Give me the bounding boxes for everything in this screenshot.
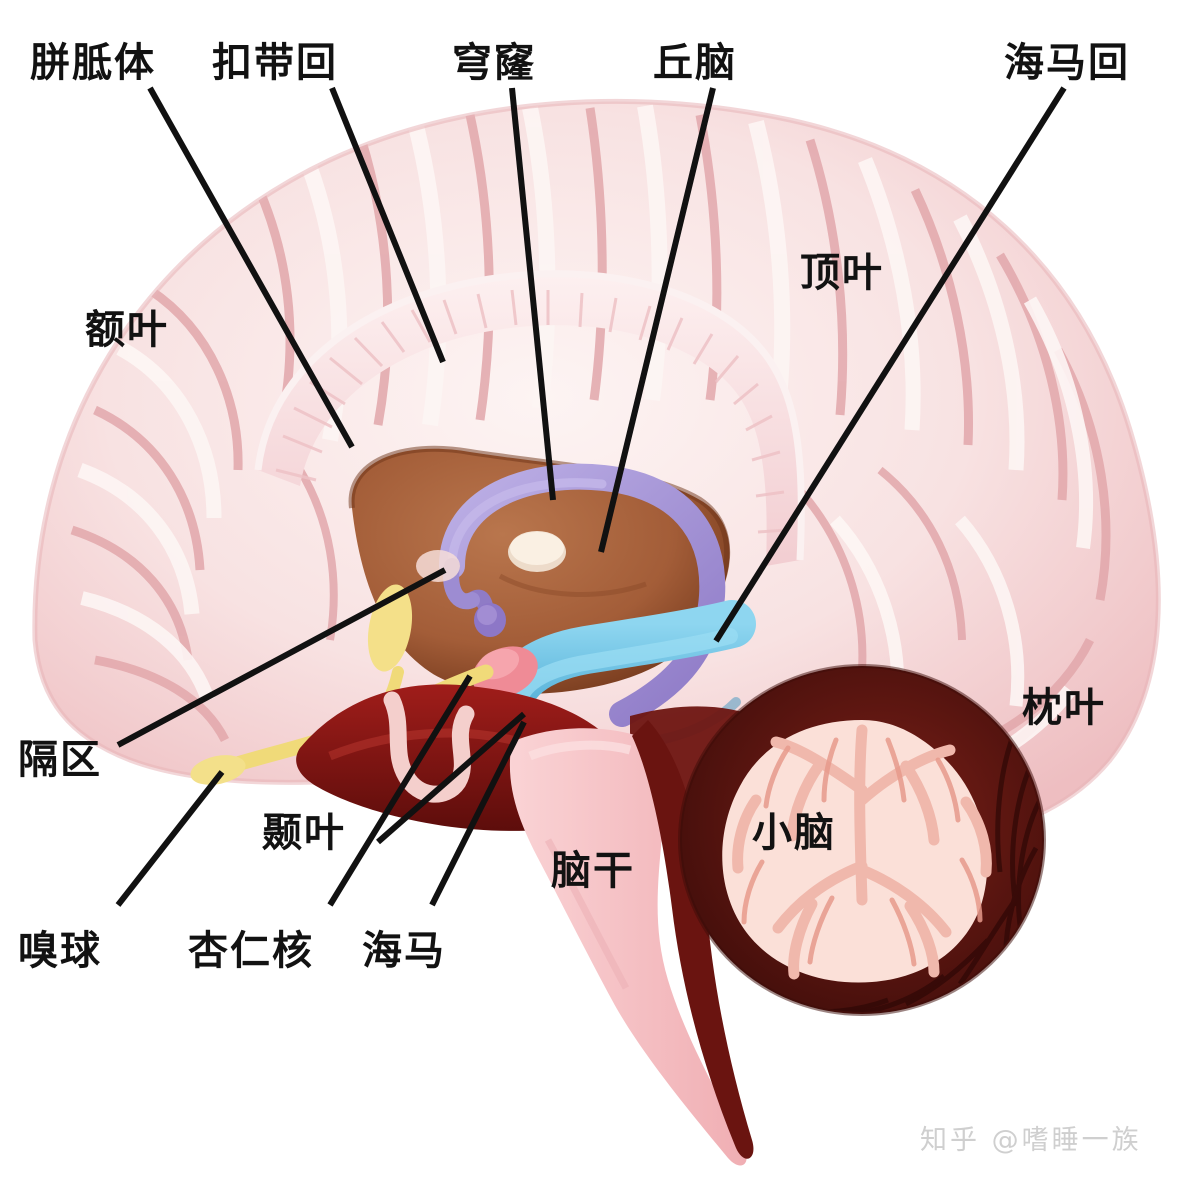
label-cingulate-gyrus: 扣带回 [212,40,338,86]
label-amygdala: 杏仁核 [188,928,314,974]
fornix [416,463,726,727]
label-temporal-lobe: 颞叶 [262,810,346,856]
leader-cingulate-gyrus [329,86,446,364]
leader-olfactory-bulb [115,770,225,907]
label-fornix: 穹窿 [452,40,536,86]
cerebellum [678,664,1046,1016]
leader-fornix [509,87,556,501]
label-occipital-lobe: 枕叶 [1022,685,1106,731]
watermark: 知乎 @嗜睡一族 [920,1125,1142,1156]
label-corpus-callosum: 胼胝体 [30,40,156,86]
label-parietal-lobe: 顶叶 [800,250,884,296]
leader-corpus-callosum [147,86,355,449]
label-cerebellum: 小脑 [752,810,836,856]
label-olfactory-bulb: 嗅球 [18,928,102,974]
label-septal-area: 隔区 [18,737,102,783]
leader-hippocampal-gyrus [713,86,1067,643]
leader-septal-area [116,567,447,748]
label-frontal-lobe: 额叶 [85,307,169,353]
label-thalamus: 丘脑 [653,40,737,86]
leader-amygdala [327,674,473,907]
corpus-callosum [254,270,805,566]
leader-temporal-lobe [376,711,526,845]
leader-lines [115,86,1067,907]
label-hippocampus: 海马 [362,928,446,974]
label-hippocampal-gyrus: 海马回 [1004,40,1130,86]
brainstem [509,720,754,1166]
leader-hippocampus [429,720,527,907]
leader-thalamus [598,87,716,553]
label-brainstem: 脑干 [551,848,635,894]
